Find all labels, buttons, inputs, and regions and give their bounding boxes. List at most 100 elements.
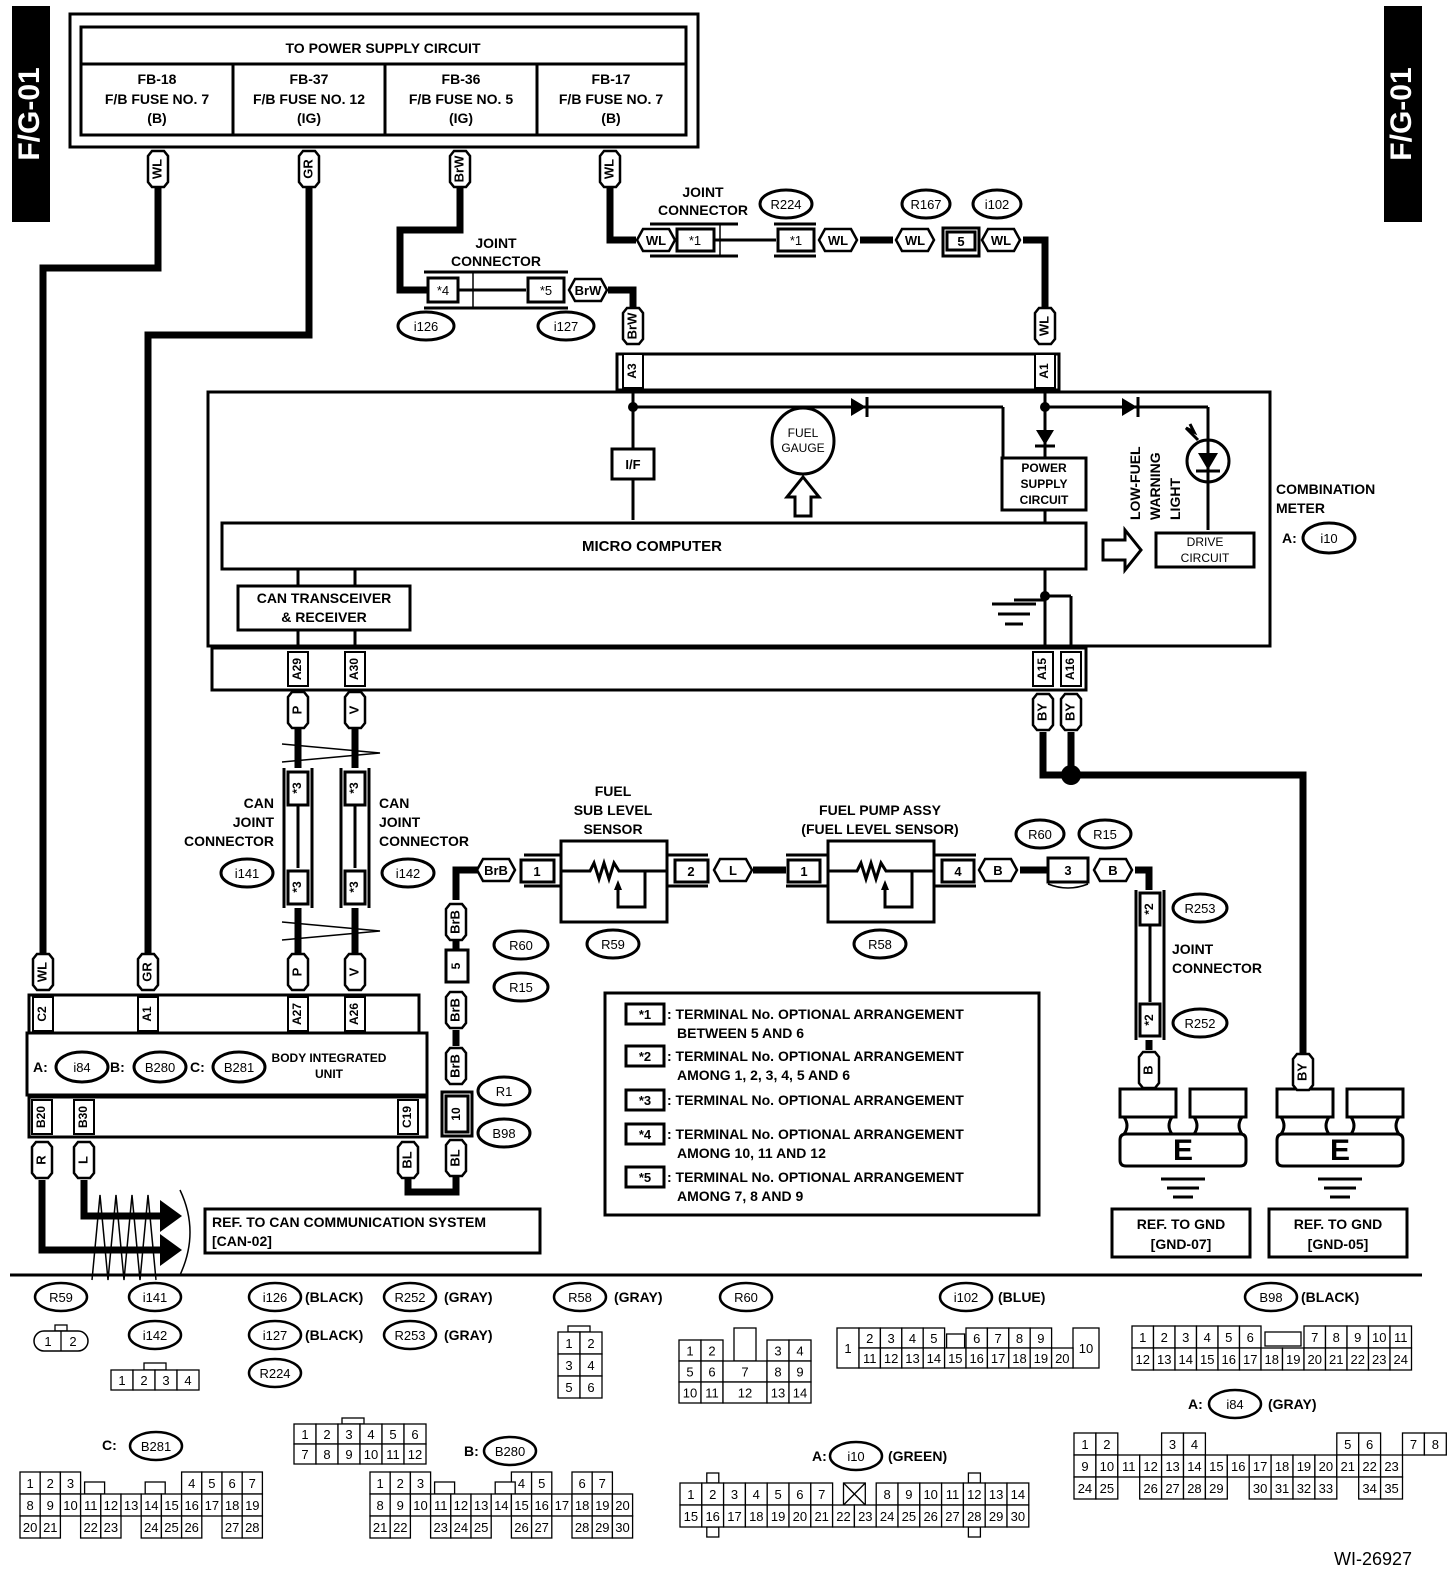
legend-item: *4: TERMINAL No. OPTIONAL ARRANGEMENTAMO… <box>624 1122 964 1161</box>
connector-id-i126-view[interactable]: i126 <box>247 1281 303 1313</box>
svg-text:*2: *2 <box>1142 903 1156 915</box>
connector-id-r167[interactable]: R167 <box>900 188 952 220</box>
connector-id-b280[interactable]: B280 <box>132 1050 188 1084</box>
svg-text:A27: A27 <box>290 1003 304 1025</box>
svg-text:18: 18 <box>225 1498 239 1513</box>
svg-text:1: 1 <box>301 1427 308 1442</box>
svg-text:i10: i10 <box>847 1449 864 1464</box>
svg-text:5: 5 <box>1344 1437 1351 1452</box>
svg-text:1: 1 <box>1139 1330 1146 1345</box>
pin-cell <box>1072 1327 1100 1369</box>
connector-id-i84[interactable]: i84 <box>54 1050 110 1084</box>
svg-text:i84: i84 <box>1226 1397 1243 1412</box>
side-tab-right: F/G-01 <box>1384 6 1422 222</box>
svg-text:R15: R15 <box>509 980 533 995</box>
connector-id-r15-left[interactable]: R15 <box>492 971 550 1003</box>
connector-id-i10[interactable]: i10 <box>1301 521 1357 555</box>
svg-text:31: 31 <box>1275 1481 1289 1496</box>
svg-text:10: 10 <box>413 1498 427 1513</box>
pin-label: A15 <box>1032 651 1054 687</box>
svg-text:BL: BL <box>447 1149 462 1166</box>
connector-id-r59-view[interactable]: R59 <box>33 1281 89 1313</box>
combination-meter-title: COMBINATION <box>1276 481 1375 497</box>
wire-color-tag: B <box>1137 1050 1161 1090</box>
connector-id-b281-view[interactable]: B281 <box>128 1430 184 1462</box>
connector-id-b281[interactable]: B281 <box>211 1050 267 1084</box>
svg-text:5: 5 <box>538 1476 545 1491</box>
connector-id-i102-view[interactable]: i102 <box>938 1281 994 1313</box>
svg-text:25: 25 <box>1100 1481 1114 1496</box>
svg-text:WL: WL <box>828 233 848 248</box>
connector-id-r253[interactable]: R253 <box>1171 892 1229 924</box>
connector-id-i126[interactable]: i126 <box>396 310 456 342</box>
svg-text:18: 18 <box>749 1509 763 1524</box>
svg-text:19: 19 <box>771 1509 785 1524</box>
svg-text:13: 13 <box>124 1498 138 1513</box>
connector-id-b280-view[interactable]: B280 <box>482 1435 538 1467</box>
svg-text:BrB: BrB <box>447 998 462 1022</box>
svg-text:1: 1 <box>686 1344 693 1359</box>
svg-text:3: 3 <box>162 1373 169 1388</box>
svg-text:i141: i141 <box>235 866 260 881</box>
svg-text:A:: A: <box>1282 530 1297 546</box>
svg-text:1: 1 <box>687 1487 694 1502</box>
svg-text:B280: B280 <box>495 1444 525 1459</box>
can-joint-connector-i141: *3*3 <box>282 768 314 908</box>
connector-id-i10-view[interactable]: i10 <box>828 1440 884 1472</box>
wire-color-tag: V <box>343 690 367 730</box>
connector-id-r58-view[interactable]: R58 <box>552 1281 608 1313</box>
connector-id-i142-view[interactable]: i142 <box>127 1319 183 1351</box>
svg-text:29: 29 <box>989 1509 1003 1524</box>
svg-text:2: 2 <box>140 1373 147 1388</box>
wire-color-tag: WL <box>31 952 55 992</box>
svg-text:8: 8 <box>1016 1331 1023 1346</box>
connector-id-r15-right[interactable]: R15 <box>1077 818 1133 850</box>
svg-text:R224: R224 <box>259 1366 290 1381</box>
if-block: I/F <box>625 457 640 472</box>
arrow-right-icon <box>1101 525 1143 575</box>
connector-id-b98[interactable]: B98 <box>476 1117 532 1149</box>
svg-text:E: E <box>1173 1134 1193 1167</box>
svg-text:6: 6 <box>411 1427 418 1442</box>
svg-text:A:: A: <box>1188 1396 1203 1412</box>
svg-text:P: P <box>289 705 304 714</box>
connector-id-r1[interactable]: R1 <box>476 1075 532 1107</box>
connector-id-i142[interactable]: i142 <box>380 857 436 889</box>
svg-text:5: 5 <box>686 1365 693 1380</box>
svg-text:14: 14 <box>1011 1487 1025 1502</box>
pin-label: A30 <box>344 651 366 687</box>
connector-id-r253-view[interactable]: R253 <box>382 1319 438 1351</box>
connector-id-r224[interactable]: R224 <box>758 188 814 220</box>
connector-id-b98-view[interactable]: B98 <box>1243 1281 1299 1313</box>
svg-text:15: 15 <box>164 1498 178 1513</box>
svg-text:3: 3 <box>345 1427 352 1442</box>
svg-text:11: 11 <box>946 1487 960 1502</box>
connector-id-i102[interactable]: i102 <box>971 188 1023 220</box>
connector-id-r252[interactable]: R252 <box>1171 1007 1229 1039</box>
connector-id-r60-view[interactable]: R60 <box>718 1281 774 1313</box>
svg-text:13: 13 <box>474 1498 488 1513</box>
svg-text:*2: *2 <box>1142 1014 1156 1026</box>
connector-id-i127[interactable]: i127 <box>536 310 596 342</box>
svg-text:B:: B: <box>110 1059 125 1075</box>
svg-text:*1: *1 <box>790 233 802 248</box>
pin-cell <box>530 1515 553 1539</box>
connector-id-r60-right[interactable]: R60 <box>1014 818 1066 850</box>
connector-id-r59[interactable]: R59 <box>585 928 641 960</box>
connector-id-r58[interactable]: R58 <box>852 928 908 960</box>
svg-text:FUEL: FUEL <box>595 783 632 799</box>
connector-id-i141-view[interactable]: i141 <box>127 1281 183 1313</box>
svg-text:8: 8 <box>376 1498 383 1513</box>
connector-id-r224-view[interactable]: R224 <box>247 1357 303 1389</box>
connector-id-r60-left[interactable]: R60 <box>492 929 550 961</box>
connector-id-r252-view[interactable]: R252 <box>382 1281 438 1313</box>
connector-id-i141[interactable]: i141 <box>219 857 275 889</box>
svg-text:12: 12 <box>1136 1352 1150 1367</box>
connector-id-i127-view[interactable]: i127 <box>247 1319 303 1351</box>
connector-id-i84-view[interactable]: i84 <box>1207 1388 1263 1420</box>
pin-cell <box>470 1515 492 1539</box>
